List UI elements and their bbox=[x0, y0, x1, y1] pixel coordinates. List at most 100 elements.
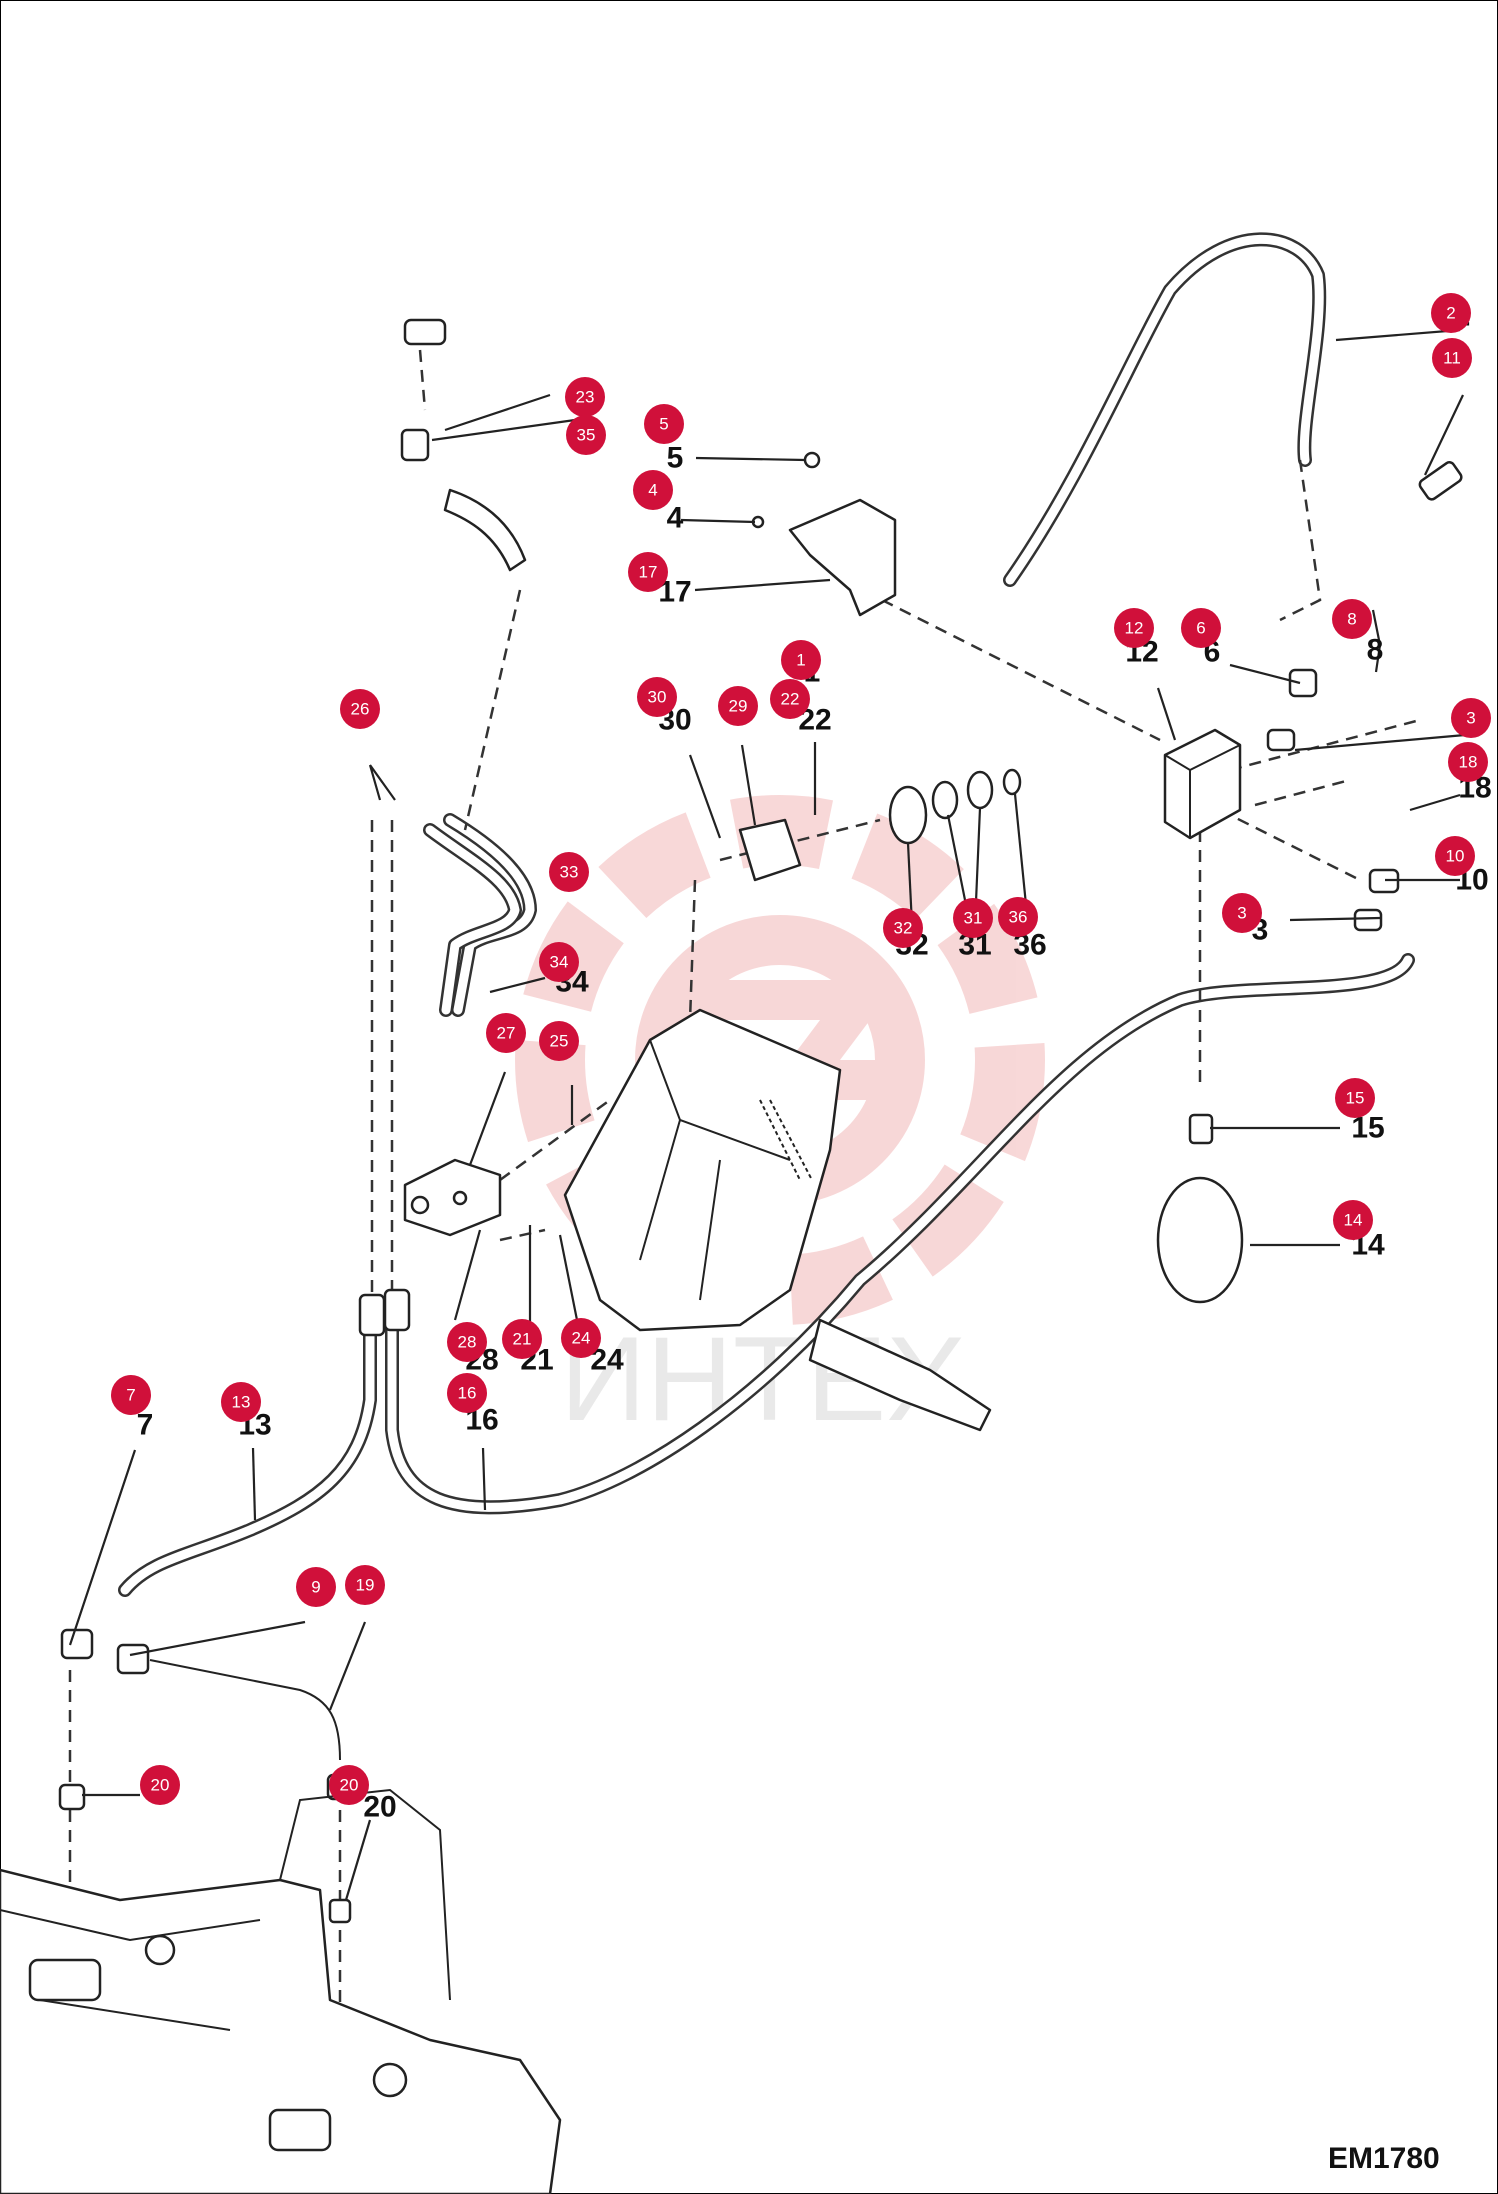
marker-5: 5 bbox=[644, 404, 684, 444]
marker-circle bbox=[633, 470, 673, 510]
marker-circle bbox=[502, 1319, 542, 1359]
brake-pedal-assembly bbox=[563, 1008, 992, 1432]
marker-3: 3 bbox=[1222, 893, 1262, 933]
hose-lines bbox=[118, 232, 1415, 1761]
drawing-code: EM1780 bbox=[1328, 2142, 1440, 2175]
marker-label: 24 bbox=[572, 1329, 591, 1348]
marker-32: 32 bbox=[883, 908, 923, 948]
marker-label: 2 bbox=[1446, 304, 1455, 323]
marker-circle bbox=[1222, 893, 1262, 933]
marker-22: 22 bbox=[770, 679, 810, 719]
marker-label: 25 bbox=[550, 1032, 569, 1051]
marker-1: 1 bbox=[781, 640, 821, 680]
marker-label: 23 bbox=[576, 388, 595, 407]
accumulator bbox=[1156, 1113, 1244, 1304]
marker-34: 34 bbox=[539, 942, 579, 982]
marker-circle bbox=[221, 1382, 261, 1422]
marker-label: 10 bbox=[1446, 847, 1465, 866]
marker-label: 1 bbox=[796, 651, 805, 670]
marker-21: 21 bbox=[502, 1319, 542, 1359]
marker-circle bbox=[549, 852, 589, 892]
marker-35: 35 bbox=[566, 415, 606, 455]
marker-circle bbox=[566, 415, 606, 455]
marker-circle bbox=[486, 1013, 526, 1053]
marker-circle bbox=[565, 377, 605, 417]
marker-19: 19 bbox=[345, 1565, 385, 1605]
mounting-bracket bbox=[751, 451, 897, 617]
marker-30: 30 bbox=[637, 677, 677, 717]
marker-10: 10 bbox=[1435, 836, 1475, 876]
marker-label: 27 bbox=[497, 1024, 516, 1043]
drive-axle bbox=[0, 1788, 562, 2194]
marker-label: 19 bbox=[356, 1576, 375, 1595]
marker-circle bbox=[628, 552, 668, 592]
marker-circle bbox=[718, 686, 758, 726]
marker-circle bbox=[953, 898, 993, 938]
callout-4: 4 bbox=[667, 502, 684, 535]
marker-6: 6 bbox=[1181, 608, 1221, 648]
callout-8: 8 bbox=[1367, 634, 1384, 667]
marker-18: 18 bbox=[1448, 742, 1488, 782]
marker-label: 16 bbox=[458, 1384, 477, 1403]
brake-valve-block bbox=[1163, 728, 1242, 840]
marker-label: 31 bbox=[964, 909, 983, 928]
marker-label: 7 bbox=[126, 1386, 135, 1405]
spring-and-washers bbox=[738, 768, 1022, 882]
marker-24: 24 bbox=[561, 1318, 601, 1358]
marker-label: 30 bbox=[648, 688, 667, 707]
marker-3: 3 bbox=[1451, 698, 1491, 738]
marker-31: 31 bbox=[953, 898, 993, 938]
marker-label: 12 bbox=[1125, 619, 1144, 638]
marker-label: 22 bbox=[781, 690, 800, 709]
marker-23: 23 bbox=[565, 377, 605, 417]
marker-15: 15 bbox=[1335, 1078, 1375, 1118]
marker-label: 29 bbox=[729, 697, 748, 716]
marker-36: 36 bbox=[998, 897, 1038, 937]
marker-27: 27 bbox=[486, 1013, 526, 1053]
marker-circle bbox=[296, 1567, 336, 1607]
marker-circle bbox=[1335, 1078, 1375, 1118]
marker-label: 28 bbox=[458, 1333, 477, 1352]
marker-circle bbox=[1333, 1200, 1373, 1240]
marker-circle bbox=[539, 942, 579, 982]
marker-label: 4 bbox=[648, 481, 657, 500]
marker-label: 5 bbox=[659, 415, 668, 434]
marker-label: 6 bbox=[1196, 619, 1205, 638]
marker-label: 34 bbox=[550, 953, 569, 972]
marker-2: 2 bbox=[1431, 293, 1471, 333]
marker-9: 9 bbox=[296, 1567, 336, 1607]
marker-circle bbox=[781, 640, 821, 680]
marker-28: 28 bbox=[447, 1322, 487, 1362]
marker-circle bbox=[561, 1318, 601, 1358]
marker-circle bbox=[1332, 599, 1372, 639]
marker-label: 8 bbox=[1347, 610, 1356, 629]
marker-label: 36 bbox=[1009, 908, 1028, 927]
marker-14: 14 bbox=[1333, 1200, 1373, 1240]
marker-circle bbox=[1181, 608, 1221, 648]
marker-label: 9 bbox=[311, 1578, 320, 1597]
marker-circle bbox=[329, 1765, 369, 1805]
marker-label: 3 bbox=[1466, 709, 1475, 728]
marker-label: 20 bbox=[340, 1776, 359, 1795]
marker-circle bbox=[644, 404, 684, 444]
marker-circle bbox=[140, 1765, 180, 1805]
marker-circle bbox=[1448, 742, 1488, 782]
marker-16: 16 bbox=[447, 1373, 487, 1413]
leader-lines bbox=[68, 328, 1466, 1901]
marker-25: 25 bbox=[539, 1021, 579, 1061]
marker-26: 26 bbox=[340, 689, 380, 729]
marker-label: 26 bbox=[351, 700, 370, 719]
marker-circle bbox=[447, 1373, 487, 1413]
marker-circle bbox=[1114, 608, 1154, 648]
marker-label: 33 bbox=[560, 863, 579, 882]
marker-circle bbox=[1435, 836, 1475, 876]
marker-20: 20 bbox=[329, 1765, 369, 1805]
marker-label: 32 bbox=[894, 919, 913, 938]
marker-label: 20 bbox=[151, 1776, 170, 1795]
marker-circle bbox=[1432, 338, 1472, 378]
marker-circle bbox=[345, 1565, 385, 1605]
marker-circle bbox=[770, 679, 810, 719]
marker-circle bbox=[1431, 293, 1471, 333]
